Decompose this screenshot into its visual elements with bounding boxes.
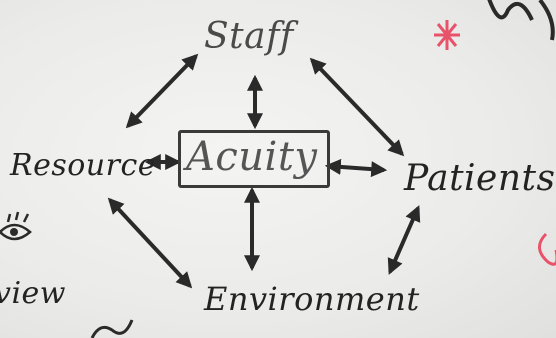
eye-pupil-doodle xyxy=(10,228,18,236)
arrow-resource-environment xyxy=(107,197,193,289)
node-staff: Staff xyxy=(204,16,294,57)
node-patients: Patients xyxy=(404,158,556,199)
bottom-scribble-doodle xyxy=(90,319,134,338)
node-acuity: Acuity xyxy=(186,134,318,180)
pink-edge-doodle xyxy=(538,232,556,266)
partial-letter-doodle xyxy=(487,0,555,41)
arrow-staff-resource xyxy=(125,53,199,129)
asterisk-doodle xyxy=(434,20,460,50)
arrow-patients-environment xyxy=(387,205,421,275)
arrow-staff-patients xyxy=(309,57,405,157)
acuity-box xyxy=(178,130,330,188)
margin-text-view: view xyxy=(0,276,66,311)
arrow-acuity-patients xyxy=(324,158,388,178)
node-resource: Resource xyxy=(10,148,157,183)
eye-doodle xyxy=(0,211,32,241)
node-environment: Environment xyxy=(204,280,420,318)
